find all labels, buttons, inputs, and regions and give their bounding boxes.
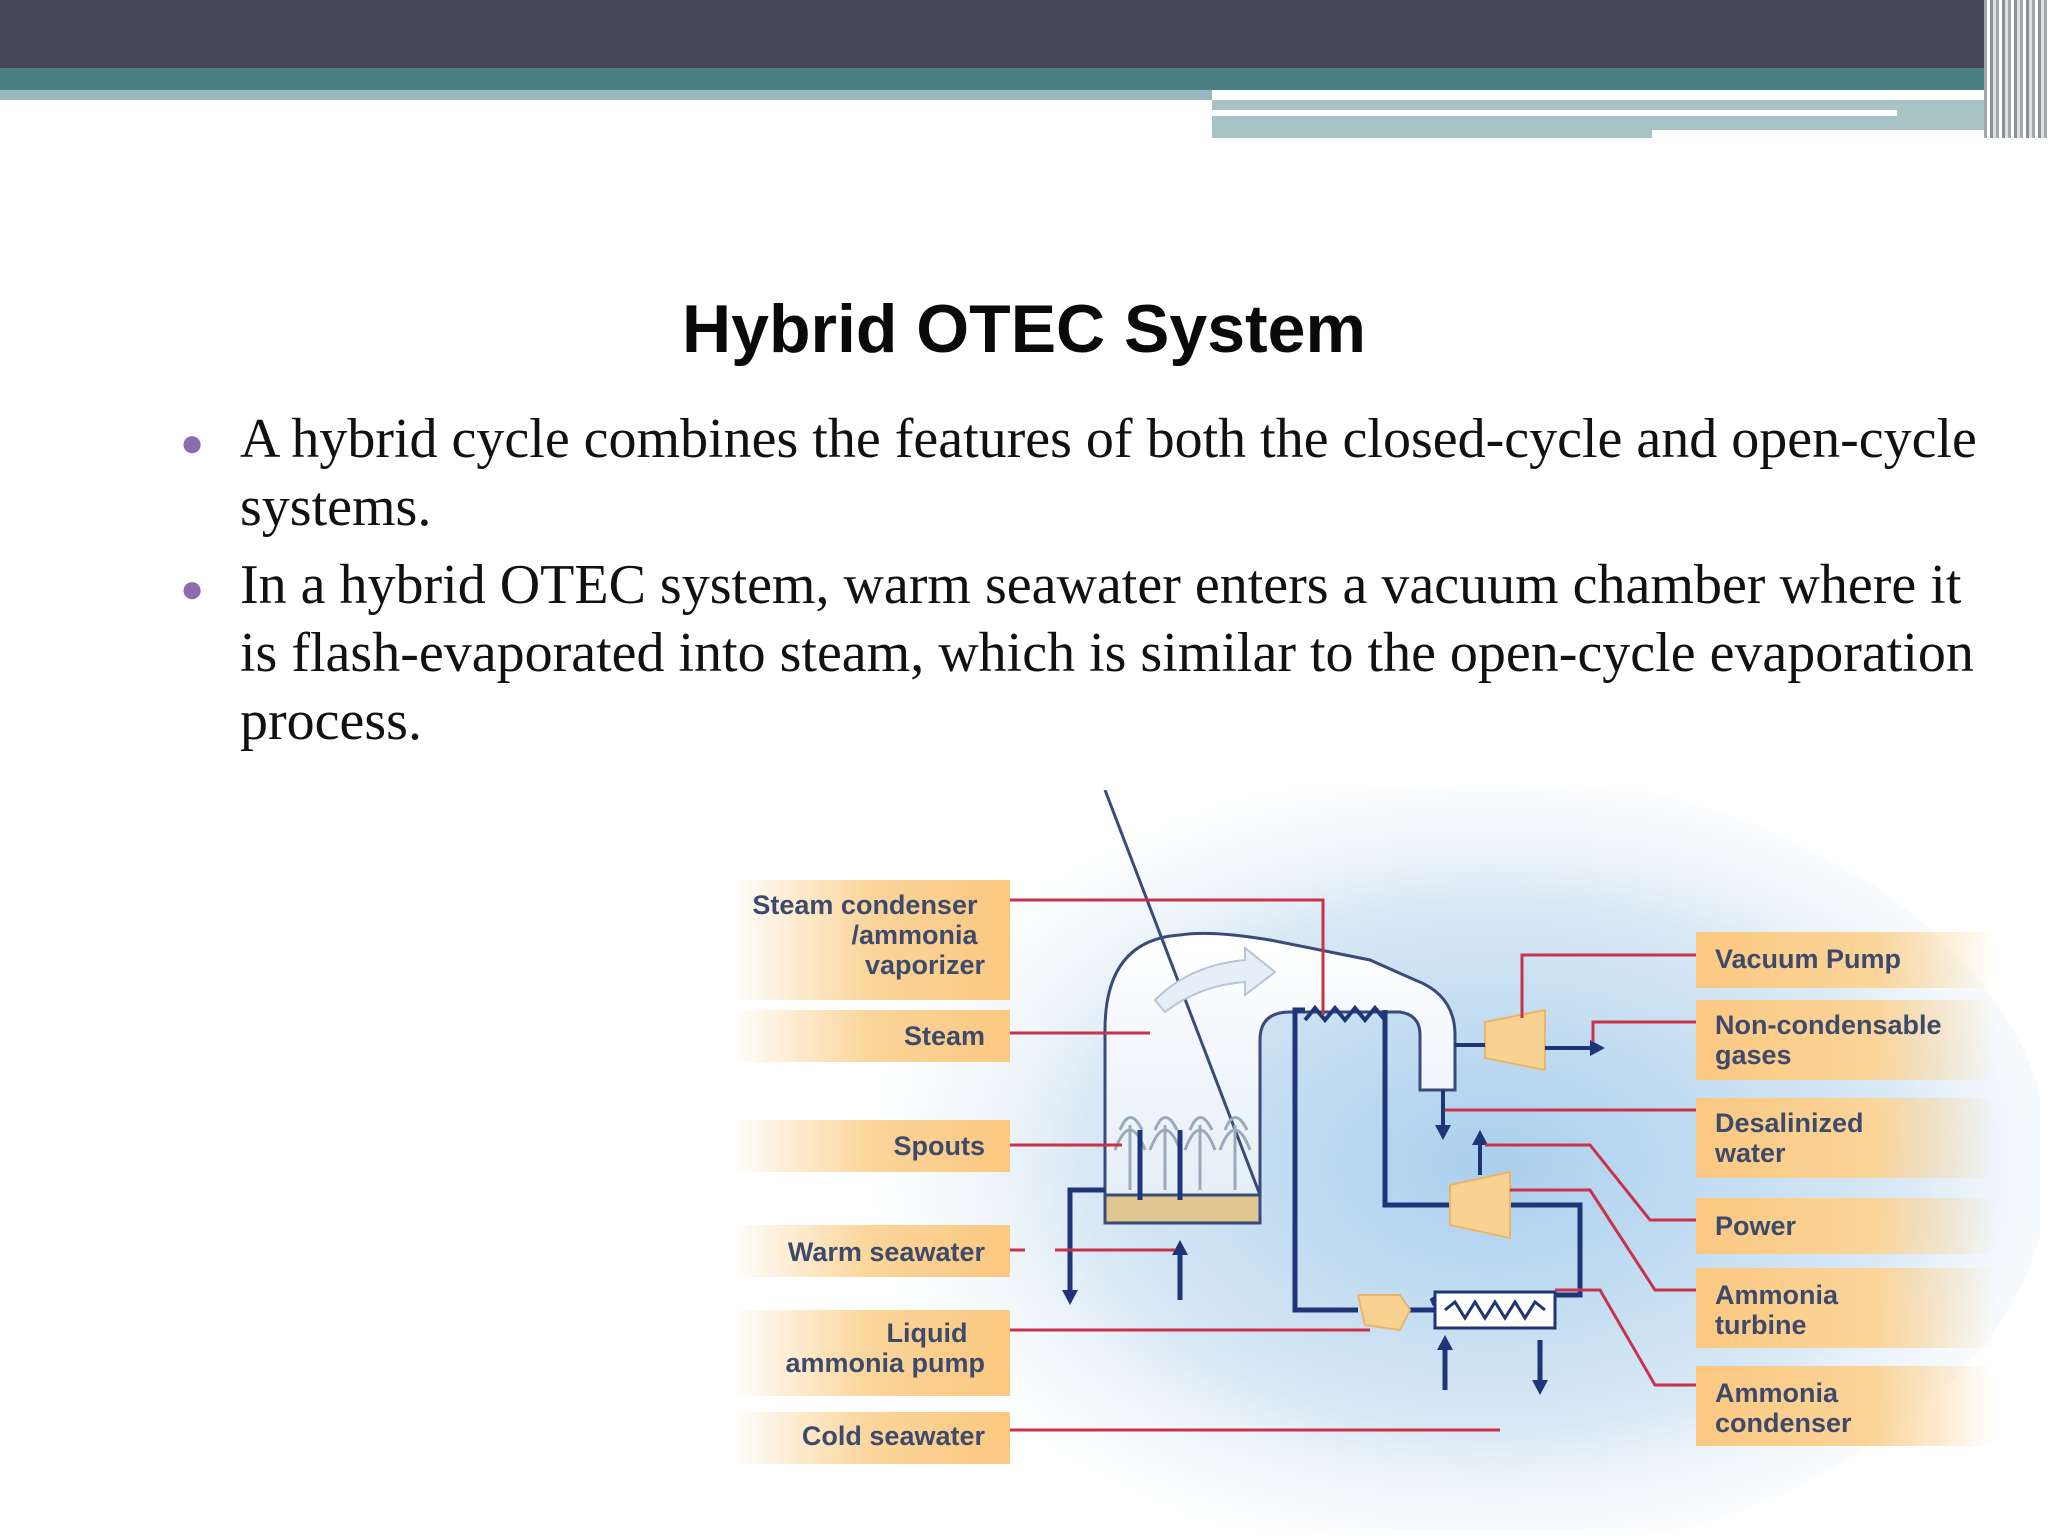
label-line: /ammonia	[851, 920, 978, 950]
slide-header-stripes	[1984, 0, 2048, 138]
warm-seawater-pipes	[1067, 1130, 1183, 1300]
label-power: Power	[1715, 1211, 1797, 1241]
label-line: Spouts	[894, 1131, 986, 1161]
bullet-dot-icon: ●	[180, 566, 205, 611]
arrow-down-icon	[1532, 1380, 1548, 1395]
slide-header-accent	[0, 68, 2010, 90]
bullet-text: In a hybrid OTEC system, warm seawater e…	[240, 554, 1974, 752]
ammonia-condenser-coil	[1444, 1299, 1546, 1321]
slide-header-accent-light	[0, 90, 1212, 100]
leader-lines	[1010, 898, 1696, 1432]
label-line: Steam condenser	[752, 890, 978, 920]
label-liquid-ammonia-pump: Liquid ammonia pump	[785, 1318, 985, 1378]
arrow-up-icon	[1172, 1240, 1188, 1255]
bullet-item: ● A hybrid cycle combines the features o…	[180, 405, 1980, 541]
label-line: Ammonia	[1715, 1378, 1839, 1408]
vacuum-chamber	[1103, 931, 1457, 1222]
label-box	[1696, 1268, 1996, 1348]
label-line: gases	[1715, 1040, 1792, 1070]
label-line: vaporizer	[865, 950, 986, 980]
label-box	[1696, 1000, 1996, 1080]
label-box	[1696, 932, 1996, 988]
bullet-text: A hybrid cycle combines the features of …	[240, 408, 1977, 538]
arrow-up-icon	[1472, 1130, 1488, 1145]
label-box	[730, 1120, 1010, 1172]
label-ammonia-condenser: Ammonia condenser	[1715, 1378, 1852, 1438]
label-line: Steam	[904, 1021, 985, 1051]
label-line: Liquid	[887, 1318, 968, 1348]
label-spouts: Spouts	[894, 1131, 986, 1161]
hybrid-otec-diagram: Steam condenser /ammonia vaporizer Steam…	[730, 790, 2040, 1530]
arrow-up-icon	[1437, 1335, 1453, 1350]
label-line: Cold seawater	[802, 1421, 986, 1451]
label-box	[730, 880, 1010, 1000]
label-line: water	[1714, 1138, 1786, 1168]
label-box	[730, 1412, 1010, 1464]
label-line: Non-condensable	[1715, 1010, 1942, 1040]
label-steam-condenser: Steam condenser /ammonia vaporizer	[752, 890, 985, 980]
label-line: Warm seawater	[788, 1237, 986, 1267]
ammonia-condenser-icon	[1433, 1290, 1557, 1330]
label-line: Desalinized	[1715, 1108, 1864, 1138]
label-line: Power	[1715, 1211, 1797, 1241]
spouts-icon	[1113, 1116, 1252, 1190]
slide-header-divider	[1212, 110, 1897, 116]
arrow-right-icon	[1590, 1040, 1605, 1056]
label-box	[730, 1225, 1010, 1277]
label-box	[730, 1310, 1010, 1396]
slide-header-divider	[1652, 130, 2012, 140]
label-desalinized-water: Desalinized water	[1714, 1108, 1871, 1168]
label-line: turbine	[1715, 1310, 1807, 1340]
label-non-condensable-gases: Non-condensable gases	[1715, 1010, 1949, 1070]
label-warm-seawater: Warm seawater	[788, 1237, 986, 1267]
label-box	[1696, 1098, 1996, 1178]
ammonia-loop-pipes	[1292, 1007, 1583, 1313]
label-line: Ammonia	[1715, 1280, 1839, 1310]
label-box	[1696, 1198, 1996, 1254]
slide-header-bar	[0, 0, 2048, 68]
label-box	[1696, 1366, 1996, 1446]
ammonia-turbine-icon	[1449, 1170, 1511, 1240]
liquid-ammonia-pump-icon	[1356, 1294, 1412, 1332]
steam-condenser-coil-icon	[1303, 1004, 1387, 1024]
label-line: Vacuum Pump	[1715, 944, 1901, 974]
arrow-down-icon	[1435, 1125, 1451, 1140]
bullet-dot-icon: ●	[180, 420, 205, 465]
slide-title: Hybrid OTEC System	[682, 291, 1366, 367]
arrow-down-icon	[1062, 1290, 1078, 1305]
label-box	[730, 1010, 1010, 1062]
bullet-list: ● A hybrid cycle combines the features o…	[180, 405, 1980, 765]
label-line: condenser	[1715, 1408, 1852, 1438]
label-steam: Steam	[904, 1021, 985, 1051]
label-ammonia-turbine: Ammonia turbine	[1715, 1280, 1846, 1340]
label-line: ammonia pump	[785, 1348, 985, 1378]
label-vacuum-pump: Vacuum Pump	[1715, 944, 1901, 974]
steam-flow-arrow-icon	[1153, 945, 1277, 1014]
label-cold-seawater: Cold seawater	[802, 1421, 986, 1451]
bullet-item: ● In a hybrid OTEC system, warm seawater…	[180, 551, 1980, 755]
